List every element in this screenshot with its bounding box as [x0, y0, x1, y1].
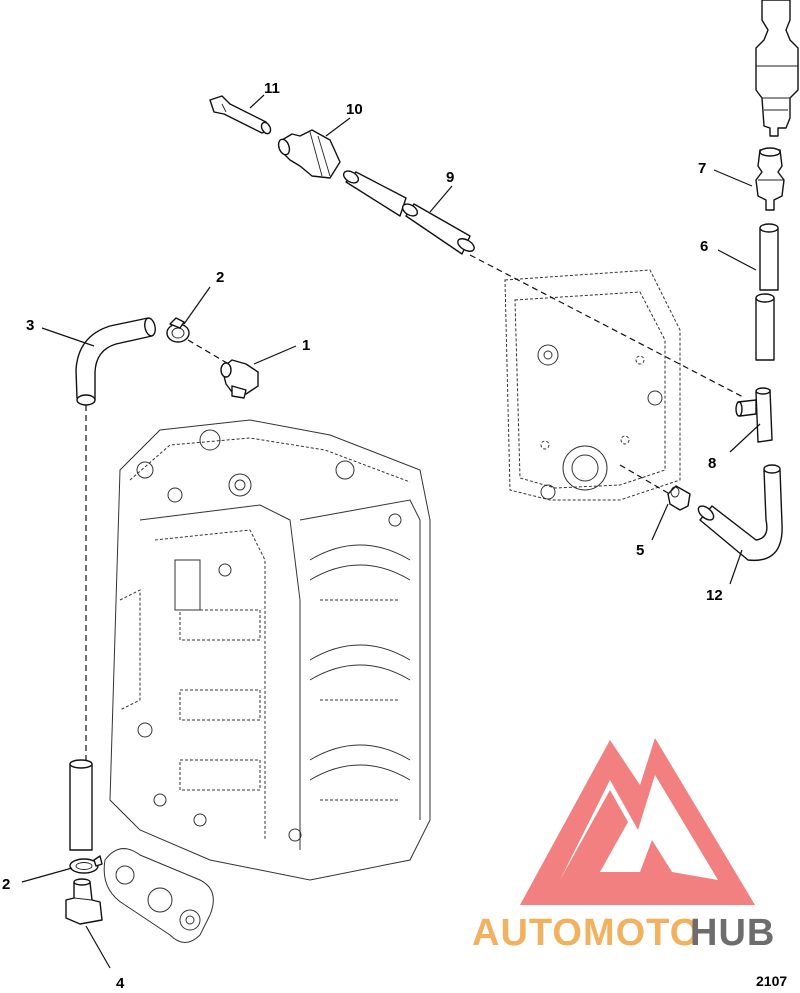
callout-7: 7 [698, 160, 706, 177]
part-3-hose-curved[interactable] [75, 317, 157, 406]
callout-4: 4 [116, 975, 125, 992]
callouts: 1 2 3 4 5 6 7 8 9 10 11 12 2 [2, 80, 723, 992]
part-2-clamp-bottom[interactable] [69, 855, 103, 874]
callout-2-top: 2 [216, 269, 224, 286]
callout-11: 11 [264, 80, 280, 97]
part-7-valve[interactable] [755, 147, 785, 211]
part-12-elbow-hose[interactable] [696, 464, 783, 562]
callout-8: 8 [708, 455, 716, 472]
part-10-connector[interactable] [277, 129, 341, 179]
hose-lower[interactable] [69, 759, 93, 851]
callout-10: 10 [346, 101, 363, 118]
callout-3: 3 [26, 317, 34, 334]
part-1-fitting[interactable] [220, 359, 259, 399]
part-11-pin[interactable] [209, 95, 272, 135]
engine-block [109, 419, 431, 881]
figure-number: 2107 [756, 973, 787, 989]
watermark-text: AUTOMOTO HUB [472, 912, 775, 954]
callout-1: 1 [302, 337, 310, 354]
callout-12: 12 [706, 587, 723, 604]
sensor-assembly[interactable] [755, 0, 799, 137]
cover-plate [504, 269, 681, 501]
callout-2-bottom: 2 [2, 876, 10, 893]
callout-6: 6 [700, 238, 708, 255]
callout-9: 9 [446, 169, 454, 186]
part-2-clamp-top[interactable] [166, 317, 190, 343]
part-9-hose[interactable] [342, 169, 477, 255]
watermark-logo [520, 738, 755, 905]
guide-line-hose-9 [469, 254, 746, 399]
callout-5: 5 [636, 542, 644, 559]
part-8-tee[interactable] [735, 387, 773, 443]
watermark-logo-mark [520, 738, 755, 905]
watermark-brand-right: HUB [690, 912, 775, 954]
manifold-plate [103, 848, 214, 943]
guide-line-fitting-1 [187, 339, 233, 367]
part-5-fitting[interactable] [667, 485, 691, 511]
part-4-fitting[interactable] [65, 878, 103, 925]
leader-lines [21, 94, 761, 969]
guide-line-fitting-5 [619, 464, 669, 494]
part-6-hose[interactable] [755, 223, 779, 361]
watermark-brand-left: AUTOMOTO [472, 912, 700, 954]
